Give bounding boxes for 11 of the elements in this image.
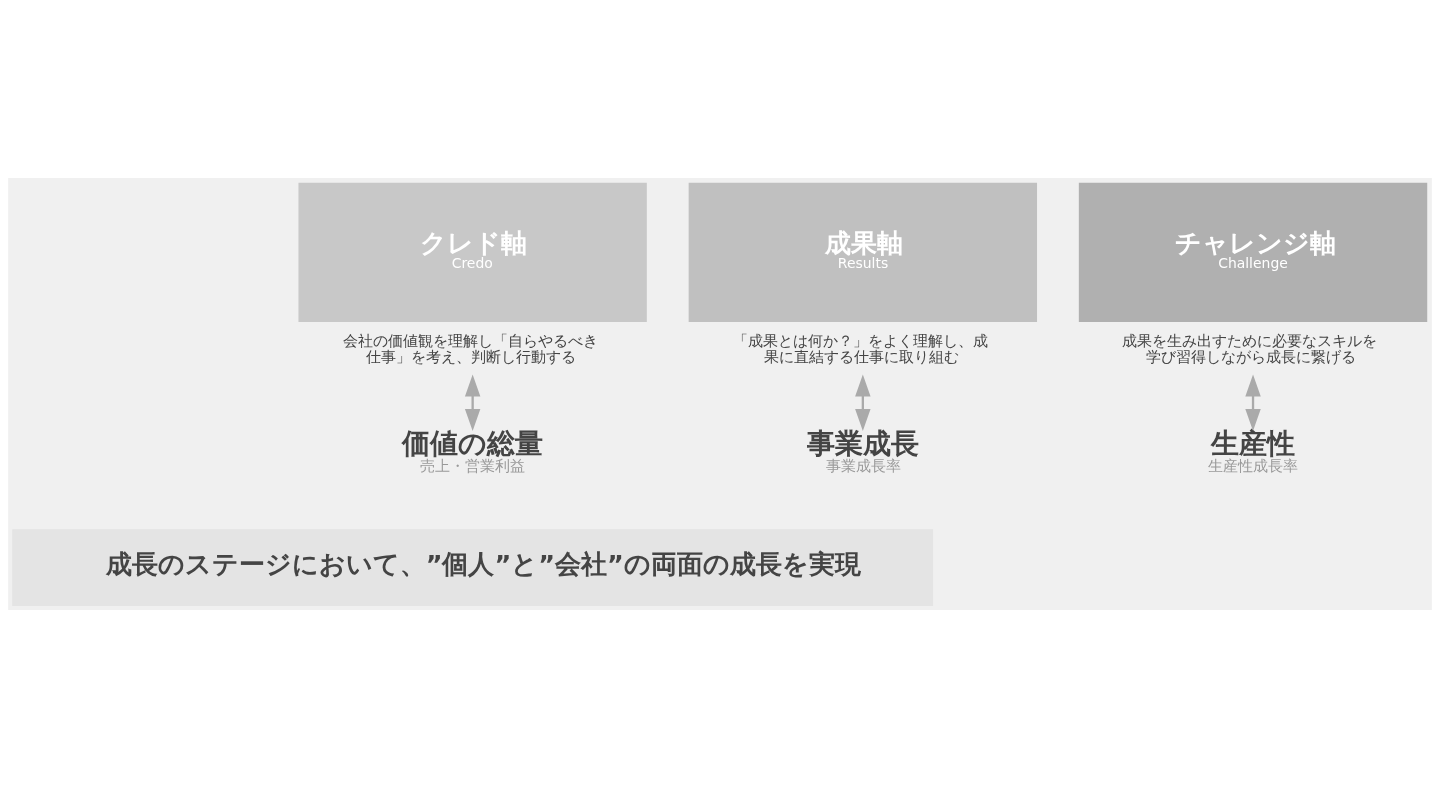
node-text: 生産性 生産性成長率 [1208,427,1299,476]
arrow [464,374,481,432]
node-label: 成果を生み出すために必要なスキルを学び習得しながら成長に繋げる [1121,331,1377,366]
node-box: チャレンジ軸 Challenge [1078,182,1428,322]
node-text: 事業成長 事業成長率 [806,427,919,476]
node-label: 会社の価値観を理解し「自らやるべき仕事」を考え、判断し行動する [343,331,599,366]
node-box: 成果軸 Results [688,182,1038,322]
node-text: 価値の総量 売上・営業利益 [402,427,544,476]
arrow [855,374,871,432]
arrow [1245,374,1261,432]
node-label: 「成果とは何か？」をよく理解し、成果に直結する仕事に取り組む [733,331,989,366]
